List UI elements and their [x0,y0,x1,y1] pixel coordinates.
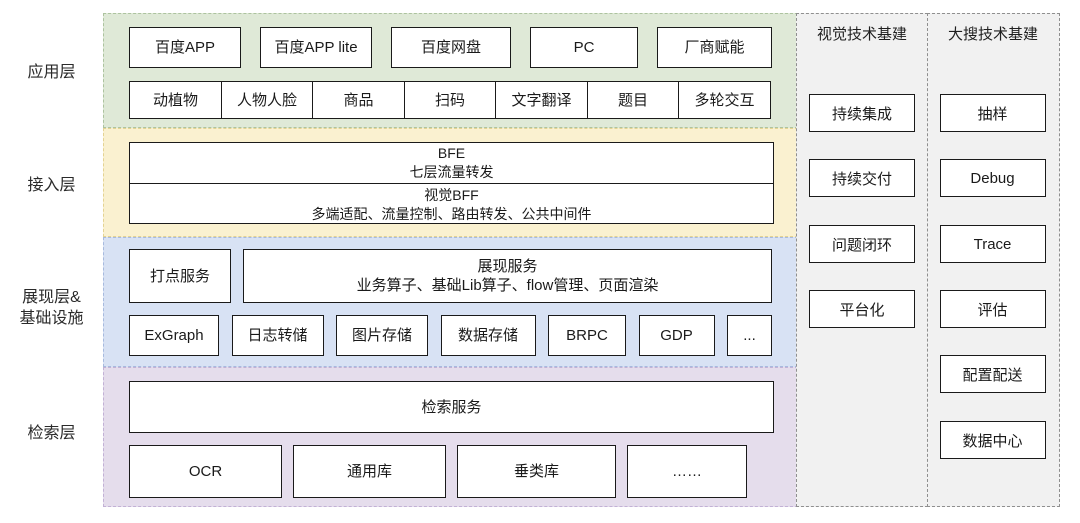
bfe-title: BFE [437,145,466,161]
gateway-box: BFE 七层流量转发 视觉BFF 多端适配、流量控制、路由转发、公共中间件 [129,142,774,224]
visual-infra-column: 视觉技术基建 持续集成 持续交付 问题闭环 平台化 [796,13,928,507]
box-issue-closed-loop: 问题闭环 [809,225,915,263]
search-infra-column: 大搜技术基建 抽样 Debug Trace 评估 配置配送 数据中心 [926,13,1060,507]
box-animals-plants: 动植物 [129,81,222,119]
box-vertical-library: 垂类库 [457,445,616,498]
box-log-transfer: 日志转储 [231,315,324,356]
box-evaluation: 评估 [939,290,1046,328]
box-more-components: ... [727,315,772,356]
box-data-center: 数据中心 [939,421,1046,459]
box-text-translation: 文字翻译 [495,81,588,119]
box-scan-code: 扫码 [403,81,497,119]
access-layer-section: BFE 七层流量转发 视觉BFF 多端适配、流量控制、路由转发、公共中间件 [103,128,798,237]
box-continuous-integration: 持续集成 [809,94,915,132]
display-service-title: 展现服务 [477,258,538,275]
box-exgraph: ExGraph [129,315,219,356]
app-layer-products-row: 百度APP 百度APP lite 百度网盘 PC 厂商赋能 [129,27,772,68]
label-app-layer: 应用层 [27,64,76,81]
box-debug: Debug [939,159,1046,197]
bff-desc: 多端适配、流量控制、路由转发、公共中间件 [311,205,592,222]
box-baidu-app: 百度APP [129,27,241,68]
retrieval-layer-section: 检索服务 OCR 通用库 垂类库 …… [103,367,798,507]
box-platformization: 平台化 [809,290,915,328]
box-baidu-netdisk: 百度网盘 [391,27,511,68]
box-general-library: 通用库 [293,445,446,498]
box-pc: PC [530,27,638,68]
box-data-storage: 数据存储 [440,315,536,356]
visual-infra-title: 视觉技术基建 [816,26,907,43]
box-more-libraries: …… [627,445,747,498]
bfe-desc: 七层流量转发 [409,164,494,180]
app-layer-section: 百度APP 百度APP lite 百度网盘 PC 厂商赋能 动植物 人物人脸 商… [103,13,798,128]
box-gdp: GDP [638,315,715,356]
bfe-box: BFE 七层流量转发 [130,143,773,184]
label-presentation-line1: 展现层& [22,289,81,306]
display-service-desc: 业务算子、基础Lib算子、flow管理、页面渲染 [356,277,659,294]
box-brpc: BRPC [548,315,626,356]
box-continuous-delivery: 持续交付 [809,159,915,197]
bff-title: 视觉BFF [424,186,479,203]
box-vendor-empower: 厂商赋能 [657,27,772,68]
box-dot-service: 打点服务 [129,249,231,303]
box-ocr: OCR [129,445,282,498]
app-layer-scenarios-row: 动植物 人物人脸 商品 扫码 文字翻译 题目 多轮交互 [129,81,771,119]
box-sampling: 抽样 [939,94,1046,132]
box-trace: Trace [939,225,1046,263]
box-goods: 商品 [312,81,405,119]
box-question: 题目 [586,81,680,119]
box-retrieval-service: 检索服务 [129,381,774,433]
infrastructure-components-row: ExGraph 日志转储 图片存储 数据存储 BRPC GDP ... [129,315,772,356]
presentation-layer-section: 打点服务 展现服务 业务算子、基础Lib算子、flow管理、页面渲染 ExGra… [103,237,798,367]
search-infra-title: 大搜技术基建 [947,26,1038,43]
box-config-delivery: 配置配送 [939,355,1046,393]
box-baidu-app-lite: 百度APP lite [260,27,372,68]
box-person-face: 人物人脸 [220,81,314,119]
presentation-services-row: 打点服务 展现服务 业务算子、基础Lib算子、flow管理、页面渲染 [129,249,772,303]
label-presentation-line2: 基础设施 [19,310,84,327]
box-image-storage: 图片存储 [336,315,428,356]
retrieval-libraries-row: OCR 通用库 垂类库 …… [129,445,772,498]
visual-bff-box: 视觉BFF 多端适配、流量控制、路由转发、公共中间件 [130,184,773,225]
label-retrieval-layer: 检索层 [27,425,76,442]
label-access-layer: 接入层 [27,177,76,194]
box-multi-turn-interaction: 多轮交互 [678,81,771,119]
box-display-service: 展现服务 业务算子、基础Lib算子、flow管理、页面渲染 [243,249,772,303]
label-presentation-layer: 展现层& 基础设施 [0,287,103,329]
